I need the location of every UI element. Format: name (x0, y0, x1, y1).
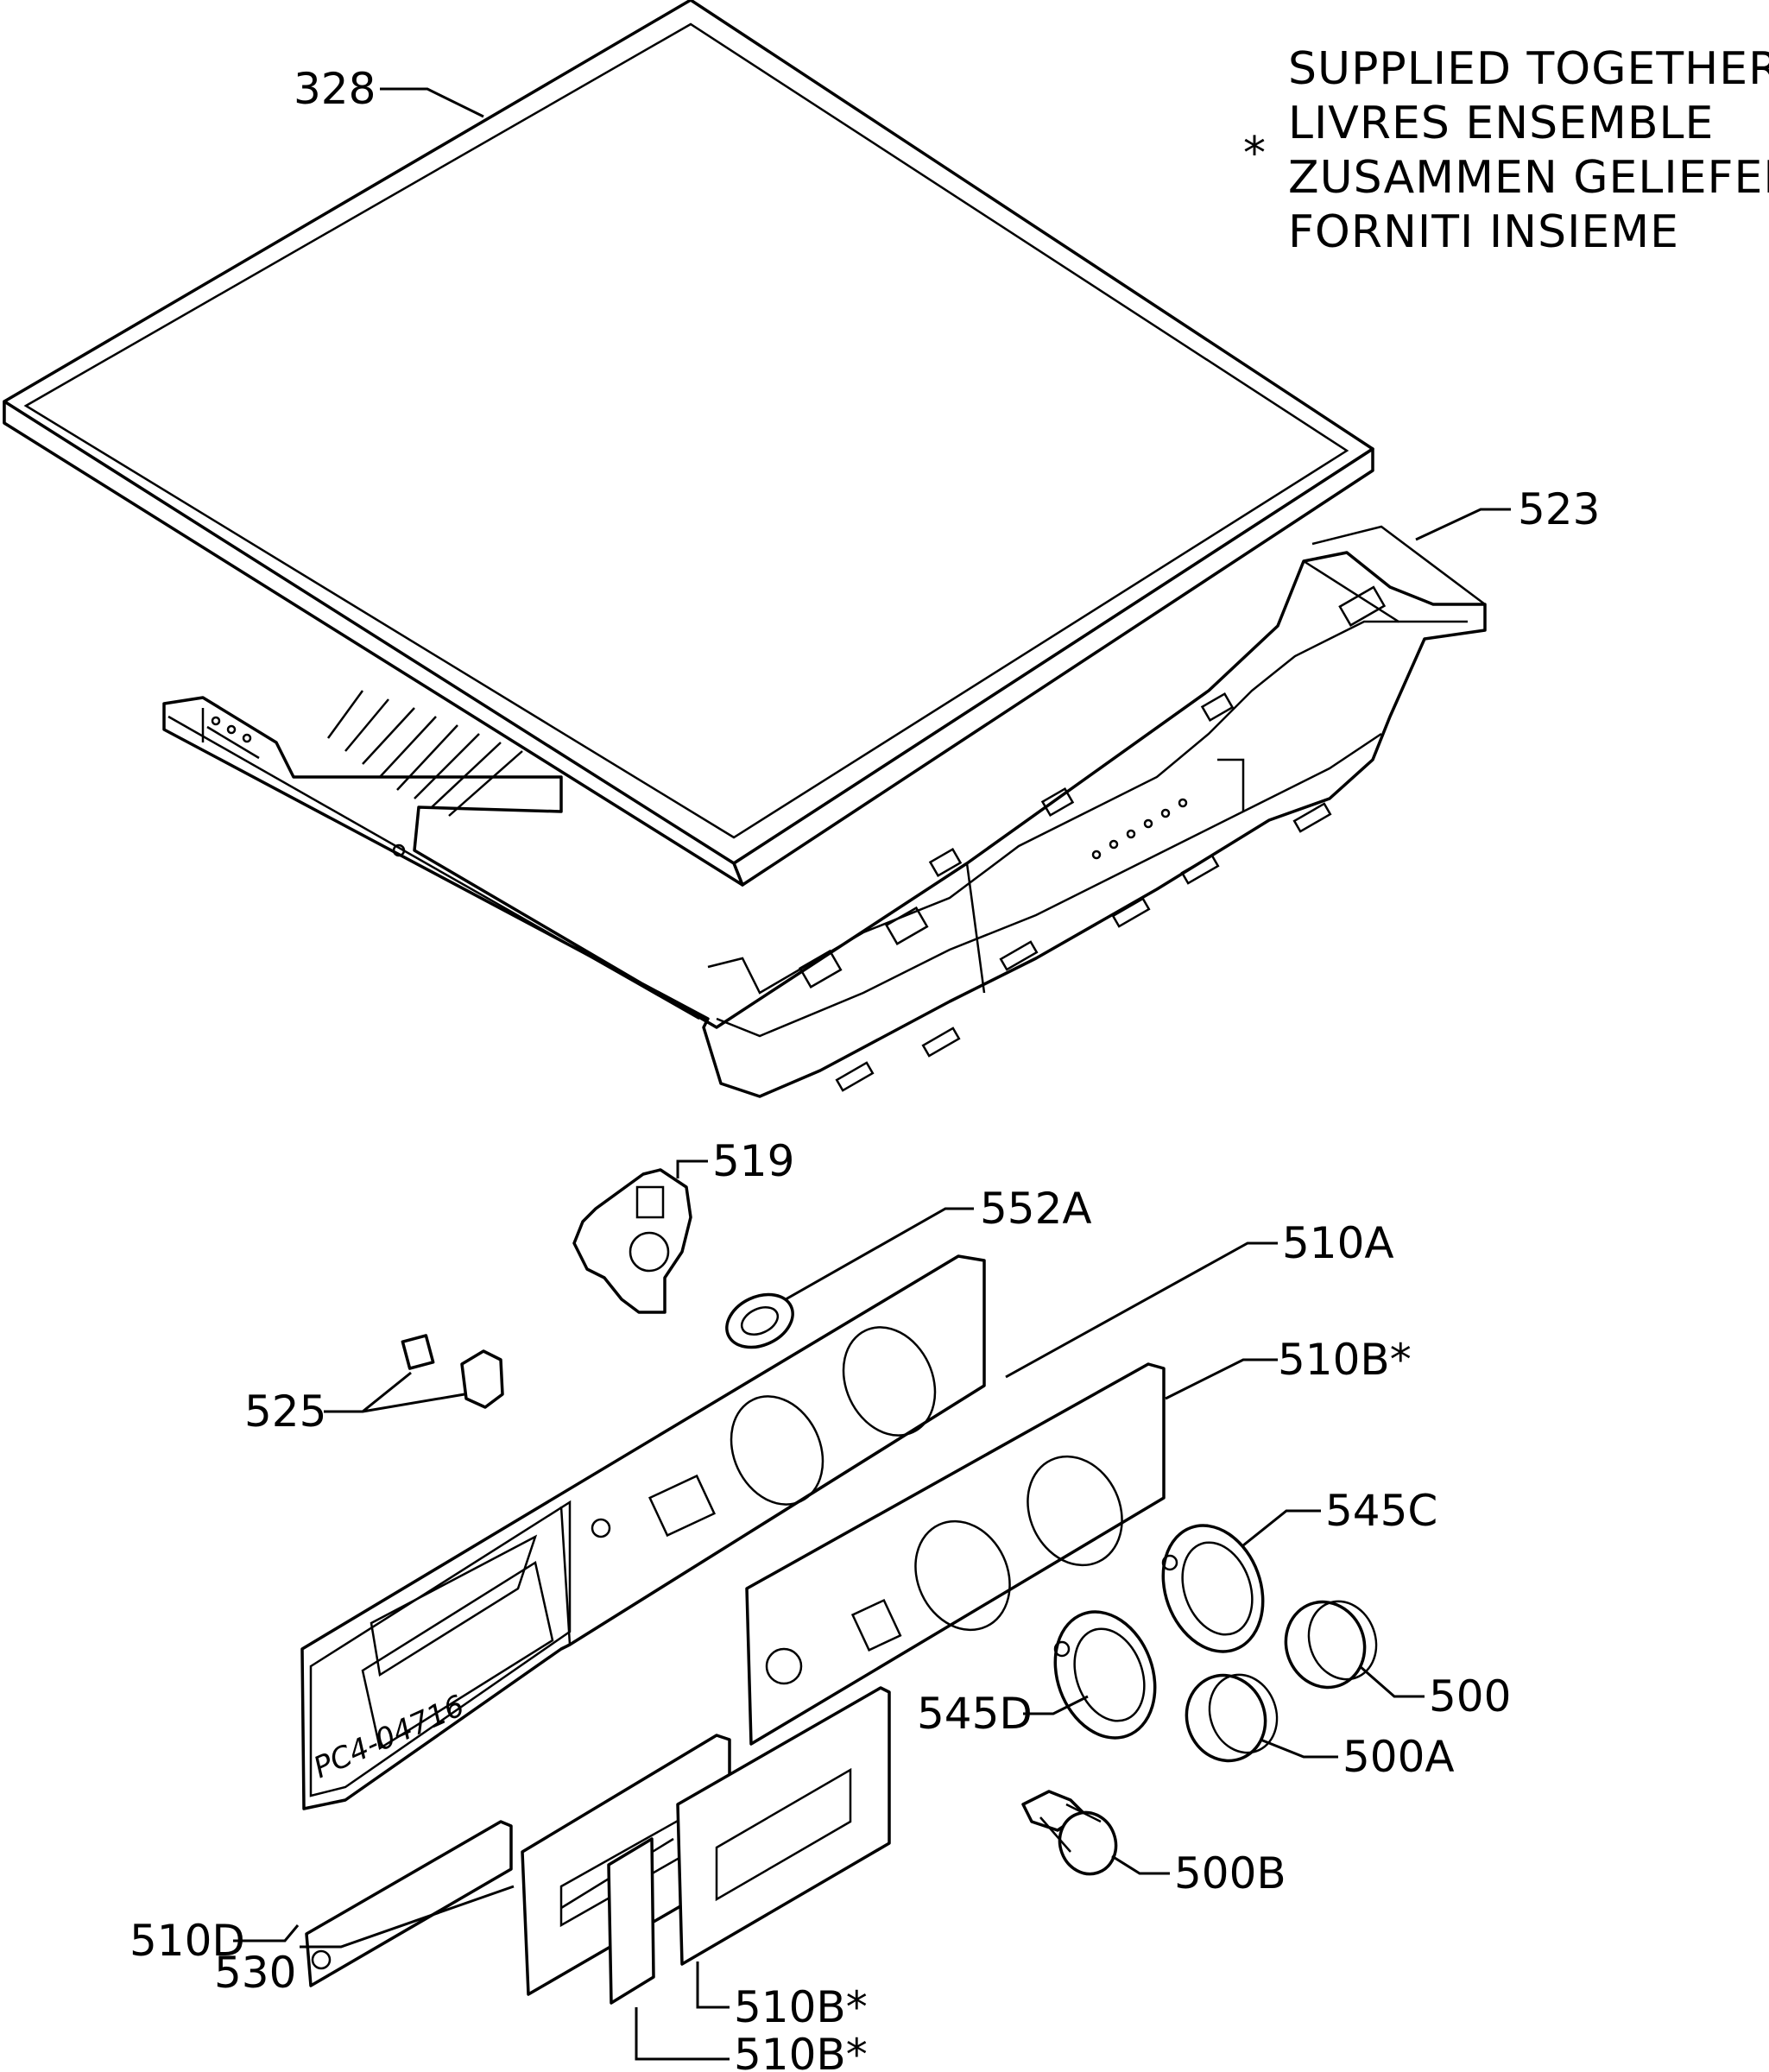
label-530: 530 (214, 1948, 296, 1998)
part-510D-strip (305, 1820, 513, 1987)
part-510B-small-strip (607, 1837, 655, 2005)
label-328: 328 (294, 64, 376, 114)
label-510D: 510D (130, 1916, 245, 1966)
label-525: 525 (244, 1387, 326, 1437)
label-500B: 500B (1174, 1848, 1286, 1898)
note-line-3: ZUSAMMEN GELIEFERT (1288, 152, 1769, 204)
note-line-1: SUPPLIED TOGETHER (1288, 43, 1769, 95)
leader-lines (233, 87, 1511, 2061)
part-510B-frame (676, 1686, 891, 1966)
note-line-4: FORNITI INSIEME (1288, 206, 1679, 258)
label-523: 523 (1518, 484, 1600, 534)
supplied-together-note: * SUPPLIED TOGETHER LIVRES ENSEMBLE ZUSA… (1243, 43, 1769, 258)
part-510B-panel (745, 1362, 1166, 1746)
part-500B-push-button (1021, 1790, 1118, 1876)
part-545D-ring (1053, 1610, 1157, 1740)
label-519: 519 (712, 1136, 794, 1186)
part-523-control-housing (162, 525, 1487, 1098)
label-545D: 545D (917, 1689, 1033, 1739)
part-labels: 328 523 519 552A 510A 510B* 525 545C 545… (130, 64, 1600, 2072)
part-510A-control-panel (300, 1254, 986, 1810)
part-552A-ring (725, 1292, 794, 1349)
note-line-2: LIVRES ENSEMBLE (1288, 98, 1714, 149)
part-519-bracket (572, 1168, 692, 1314)
part-545C-ring (1161, 1524, 1265, 1653)
part-525-switch (401, 1334, 504, 1409)
label-510A: 510A (1282, 1218, 1394, 1268)
note-asterisk: * (1243, 128, 1267, 180)
label-510B-upper: 510B* (1278, 1335, 1412, 1385)
label-500A: 500A (1343, 1732, 1455, 1782)
label-552A: 552A (980, 1184, 1092, 1234)
label-545C: 545C (1325, 1486, 1437, 1536)
label-510B-lower-2: 510B* (734, 2030, 868, 2072)
part-500A-knob (1185, 1673, 1279, 1763)
label-500: 500 (1429, 1671, 1511, 1721)
part-328-top-lid (3, 0, 1374, 887)
part-500-knob (1284, 1600, 1378, 1690)
label-510B-lower-1: 510B* (734, 1982, 868, 2032)
